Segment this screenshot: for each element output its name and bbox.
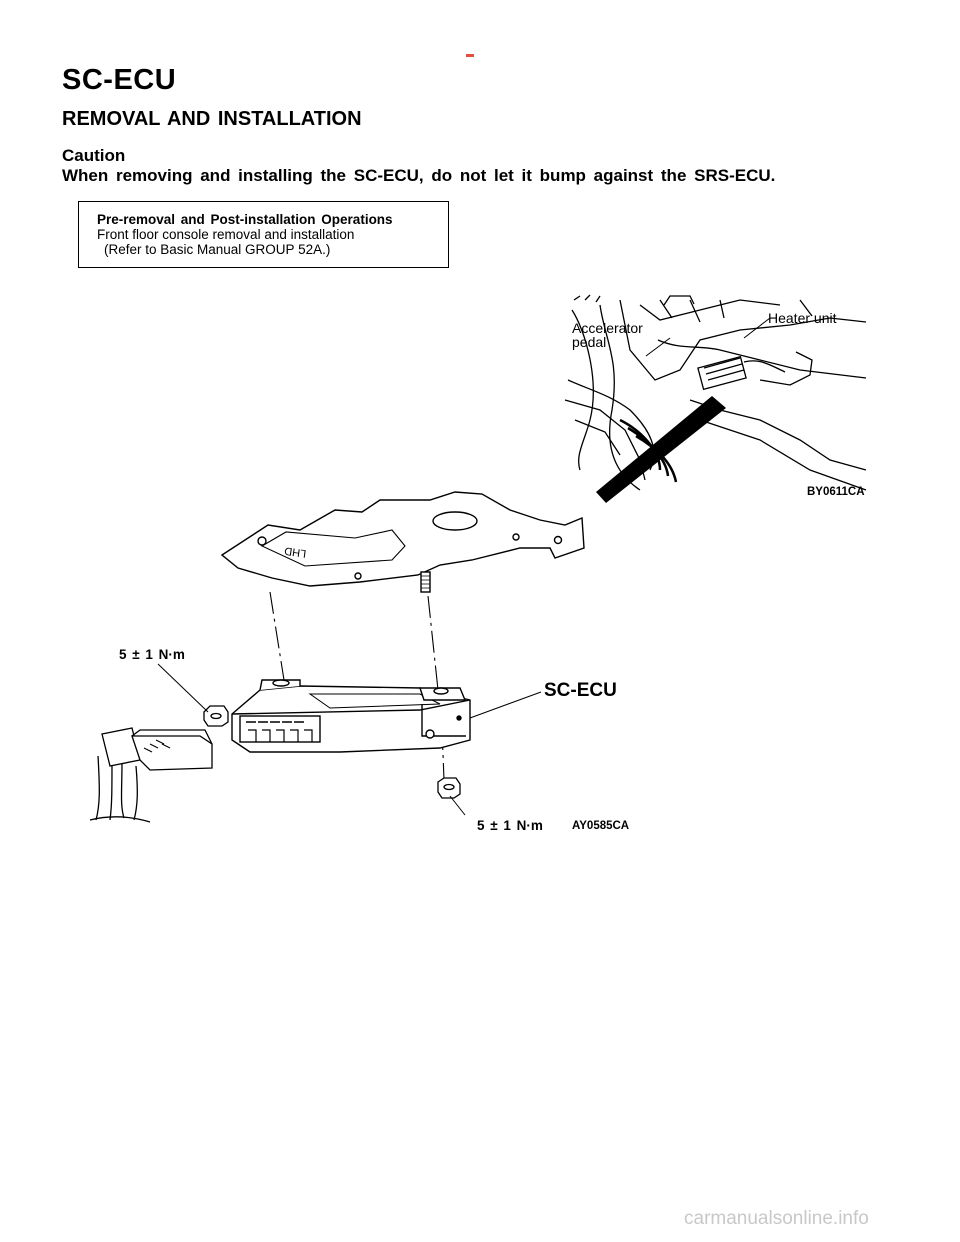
operations-box-title: Pre-removal and Post-installation Operat… [97, 212, 393, 227]
accelerator-pedal-label: Accelerator [572, 320, 643, 336]
section-heading: REMOVAL AND INSTALLATION [62, 108, 362, 130]
sc-ecu-label: SC-ECU [544, 680, 617, 701]
heater-unit-label: Heater unit [768, 310, 837, 326]
main-figure-code: AY0585CA [572, 820, 630, 832]
torque-spec-top: 5 ± 1 N·m [119, 647, 185, 662]
page-title: SC-ECU [62, 64, 177, 96]
operations-box-line-2: (Refer to Basic Manual GROUP 52A.) [104, 242, 331, 257]
header-accent-dash [466, 54, 474, 57]
caution-heading: Caution [62, 146, 126, 165]
mounting-bracket-drawing [220, 491, 585, 593]
operations-box: Pre-removal and Post-installation Operat… [78, 201, 449, 268]
bracket-marking: LHD [284, 544, 308, 559]
site-watermark: carmanualsonline.info [684, 1208, 869, 1229]
detail-figure-code: BY0611CA [807, 486, 865, 498]
sc-ecu-unit-drawing [231, 679, 471, 753]
caution-text: When removing and installing the SC-ECU,… [62, 166, 776, 185]
accelerator-pedal-label-line-2: pedal [572, 334, 607, 350]
zoom-pointer-wedge [596, 396, 726, 503]
leader-lines [157, 663, 542, 816]
harness-connector-drawing [89, 727, 213, 823]
operations-box-line-1: Front floor console removal and installa… [97, 227, 355, 242]
nut-drawing [203, 705, 461, 799]
torque-spec-bottom: 5 ± 1 N·m [477, 818, 543, 833]
